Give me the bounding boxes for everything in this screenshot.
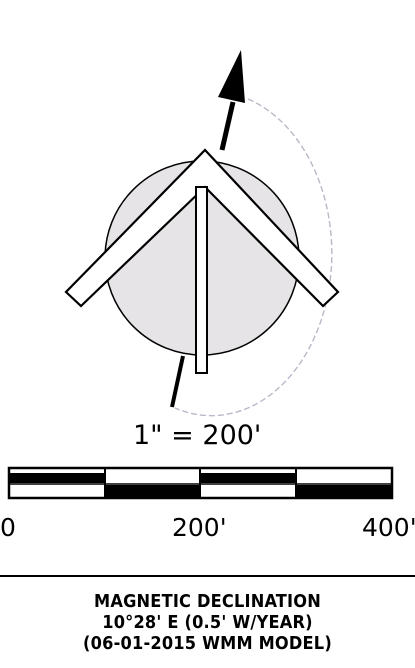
magnetic-north-arrow-shaft — [219, 101, 236, 151]
magnetic-north-arrowhead — [218, 50, 245, 103]
scale-bar — [7, 466, 394, 500]
scale-tick-label-400: 400' — [362, 513, 415, 542]
scale-tick-label-200: 200' — [172, 513, 227, 542]
scale-ratio: 1" = 200' — [133, 420, 262, 451]
declination-value: 10°28' E (0.5' W/YEAR) — [102, 612, 313, 633]
declination-model-date: (06-01-2015 WMM MODEL) — [83, 633, 332, 654]
magnetic-south-tail — [170, 355, 185, 408]
declination-title: MAGNETIC DECLINATION — [94, 591, 321, 612]
scale-tick-label-0: 0 — [0, 513, 16, 542]
true-north-shaft — [195, 186, 208, 374]
